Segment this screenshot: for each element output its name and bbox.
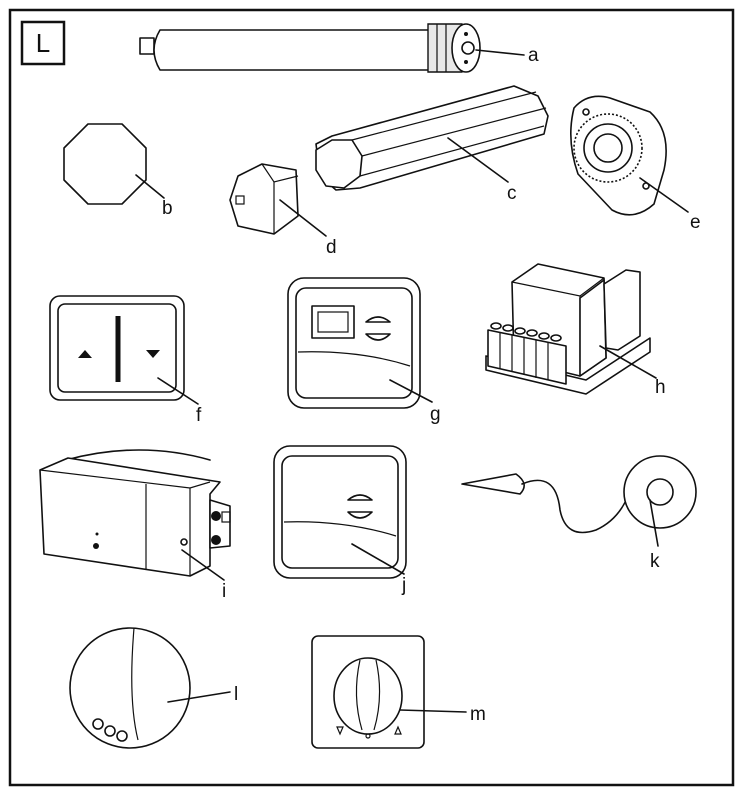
part-b-octagon-profile: b xyxy=(63,123,173,219)
part-h-relay-module: h xyxy=(485,263,666,398)
label-f: f xyxy=(196,405,202,426)
label-e: e xyxy=(690,212,701,233)
part-c-octagonal-tube: c xyxy=(315,85,549,204)
panel-tag-letter: L xyxy=(36,28,50,58)
label-h: h xyxy=(655,377,666,398)
timer-down-icon xyxy=(365,333,391,341)
diagram-frame xyxy=(8,8,735,787)
label-i: i xyxy=(222,581,226,602)
arrow-up-icon xyxy=(78,350,92,358)
label-m: m xyxy=(470,704,486,725)
part-g-timer-switch: g xyxy=(287,277,441,425)
part-f-push-switch: f xyxy=(49,295,202,426)
led-icon xyxy=(93,543,99,549)
part-e-bracket: e xyxy=(570,95,701,233)
label-l: l xyxy=(234,684,238,705)
part-a-tubular-motor: a xyxy=(139,23,539,73)
label-c: c xyxy=(507,183,517,204)
arrow-up-icon xyxy=(394,725,402,735)
switch-up-icon xyxy=(347,494,373,501)
part-m-rotary-switch: m xyxy=(311,635,486,749)
part-i-receiver: i xyxy=(39,449,231,602)
label-a: a xyxy=(528,45,539,66)
part-k-sensor: k xyxy=(461,455,697,572)
part-d-adapter: d xyxy=(229,163,337,258)
part-j-wall-switch: j xyxy=(273,445,407,596)
label-k: k xyxy=(650,551,660,572)
panel-tag: L xyxy=(20,20,66,66)
label-d: d xyxy=(326,237,337,258)
label-g: g xyxy=(430,404,441,425)
timer-up-icon xyxy=(365,316,391,323)
part-l-round-remote: l xyxy=(69,627,238,749)
label-j: j xyxy=(401,575,406,596)
arrow-down-icon xyxy=(146,350,160,358)
arrow-down-icon xyxy=(336,726,344,736)
switch-down-icon xyxy=(347,511,373,519)
label-b: b xyxy=(162,198,173,219)
